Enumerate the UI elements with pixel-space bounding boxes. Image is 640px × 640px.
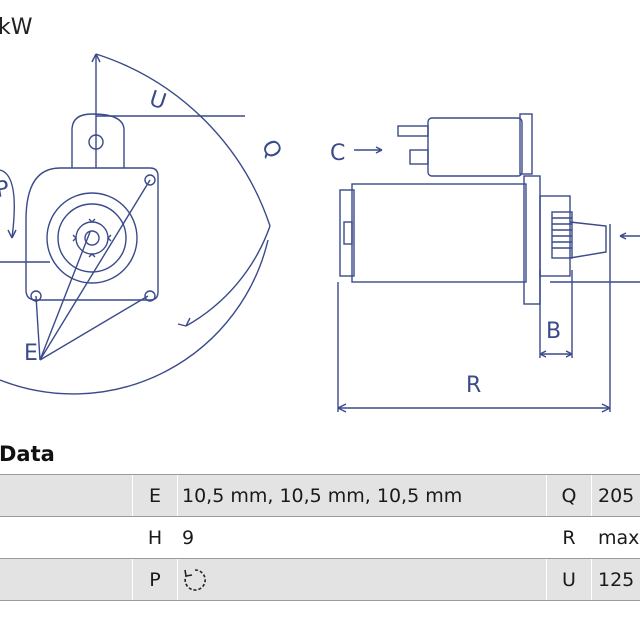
table-row: E 10,5 mm, 10,5 mm, 10,5 mm Q 205 ° (0, 474, 640, 517)
pinion-hub (84, 230, 100, 246)
arrow-C (354, 146, 383, 154)
arc-P (0, 169, 15, 239)
value-left: 9 (177, 516, 547, 559)
arc-Q (185, 225, 271, 327)
bolt-hole-top-right (144, 174, 156, 186)
key-right: U (546, 558, 592, 601)
arrow-right-edge (619, 232, 640, 240)
power-unit-label: kW (0, 15, 33, 40)
motor-body (351, 183, 527, 283)
label-B: B (546, 319, 561, 344)
mounting-ear (71, 113, 125, 168)
table-row: P U 125 ° (0, 558, 640, 601)
motor-end-cap (339, 189, 355, 277)
label-C: C (330, 141, 345, 166)
section-title: Data (0, 442, 55, 466)
label-Q: Q (256, 136, 286, 164)
value-left (177, 558, 547, 601)
pinion-gear (75, 221, 109, 255)
label-U: U (146, 86, 169, 115)
row-spacer (0, 516, 133, 559)
dim-arrows-R (337, 403, 611, 413)
pinion-ring (57, 203, 127, 273)
arc-big (0, 239, 269, 395)
arrow-heads-left (7, 53, 191, 327)
solenoid-terminal (397, 125, 429, 137)
key-left: H (132, 516, 178, 559)
arc-U (95, 53, 271, 227)
end-cap-tab (343, 221, 353, 245)
solenoid-stud (409, 149, 429, 165)
value-right: max. (591, 516, 640, 559)
row-spacer (0, 474, 133, 517)
pinion-outer (46, 192, 138, 284)
flange-outline (25, 167, 159, 301)
leader-to-bolt (35, 179, 151, 361)
solenoid-cap (519, 113, 533, 175)
data-table: E 10,5 mm, 10,5 mm, 10,5 mm Q 205 ° H 9 … (0, 474, 640, 601)
bolt-hole-bottom-right (144, 290, 156, 302)
pinion-side-teeth (552, 217, 572, 249)
pinion-teeth (72, 218, 112, 258)
rotation-direction-icon (184, 568, 206, 591)
table-row: H 9 R max. (0, 516, 640, 559)
pinion-side (551, 211, 573, 259)
label-E: E (24, 341, 38, 366)
label-R: R (466, 373, 481, 398)
key-left: P (132, 558, 178, 601)
starter-motor-drawing: kW U Q P E C B R (0, 15, 640, 413)
dim-arrows-B (539, 350, 573, 358)
value-right: 205 ° (591, 474, 640, 517)
label-P: P (0, 176, 11, 203)
key-right: R (546, 516, 592, 559)
key-left: E (132, 474, 178, 517)
value-left: 10,5 mm, 10,5 mm, 10,5 mm (177, 474, 547, 517)
row-spacer (0, 558, 133, 601)
nose-tip (569, 221, 607, 259)
solenoid-body (427, 117, 523, 177)
value-right: 125 ° (591, 558, 640, 601)
key-right: Q (546, 474, 592, 517)
